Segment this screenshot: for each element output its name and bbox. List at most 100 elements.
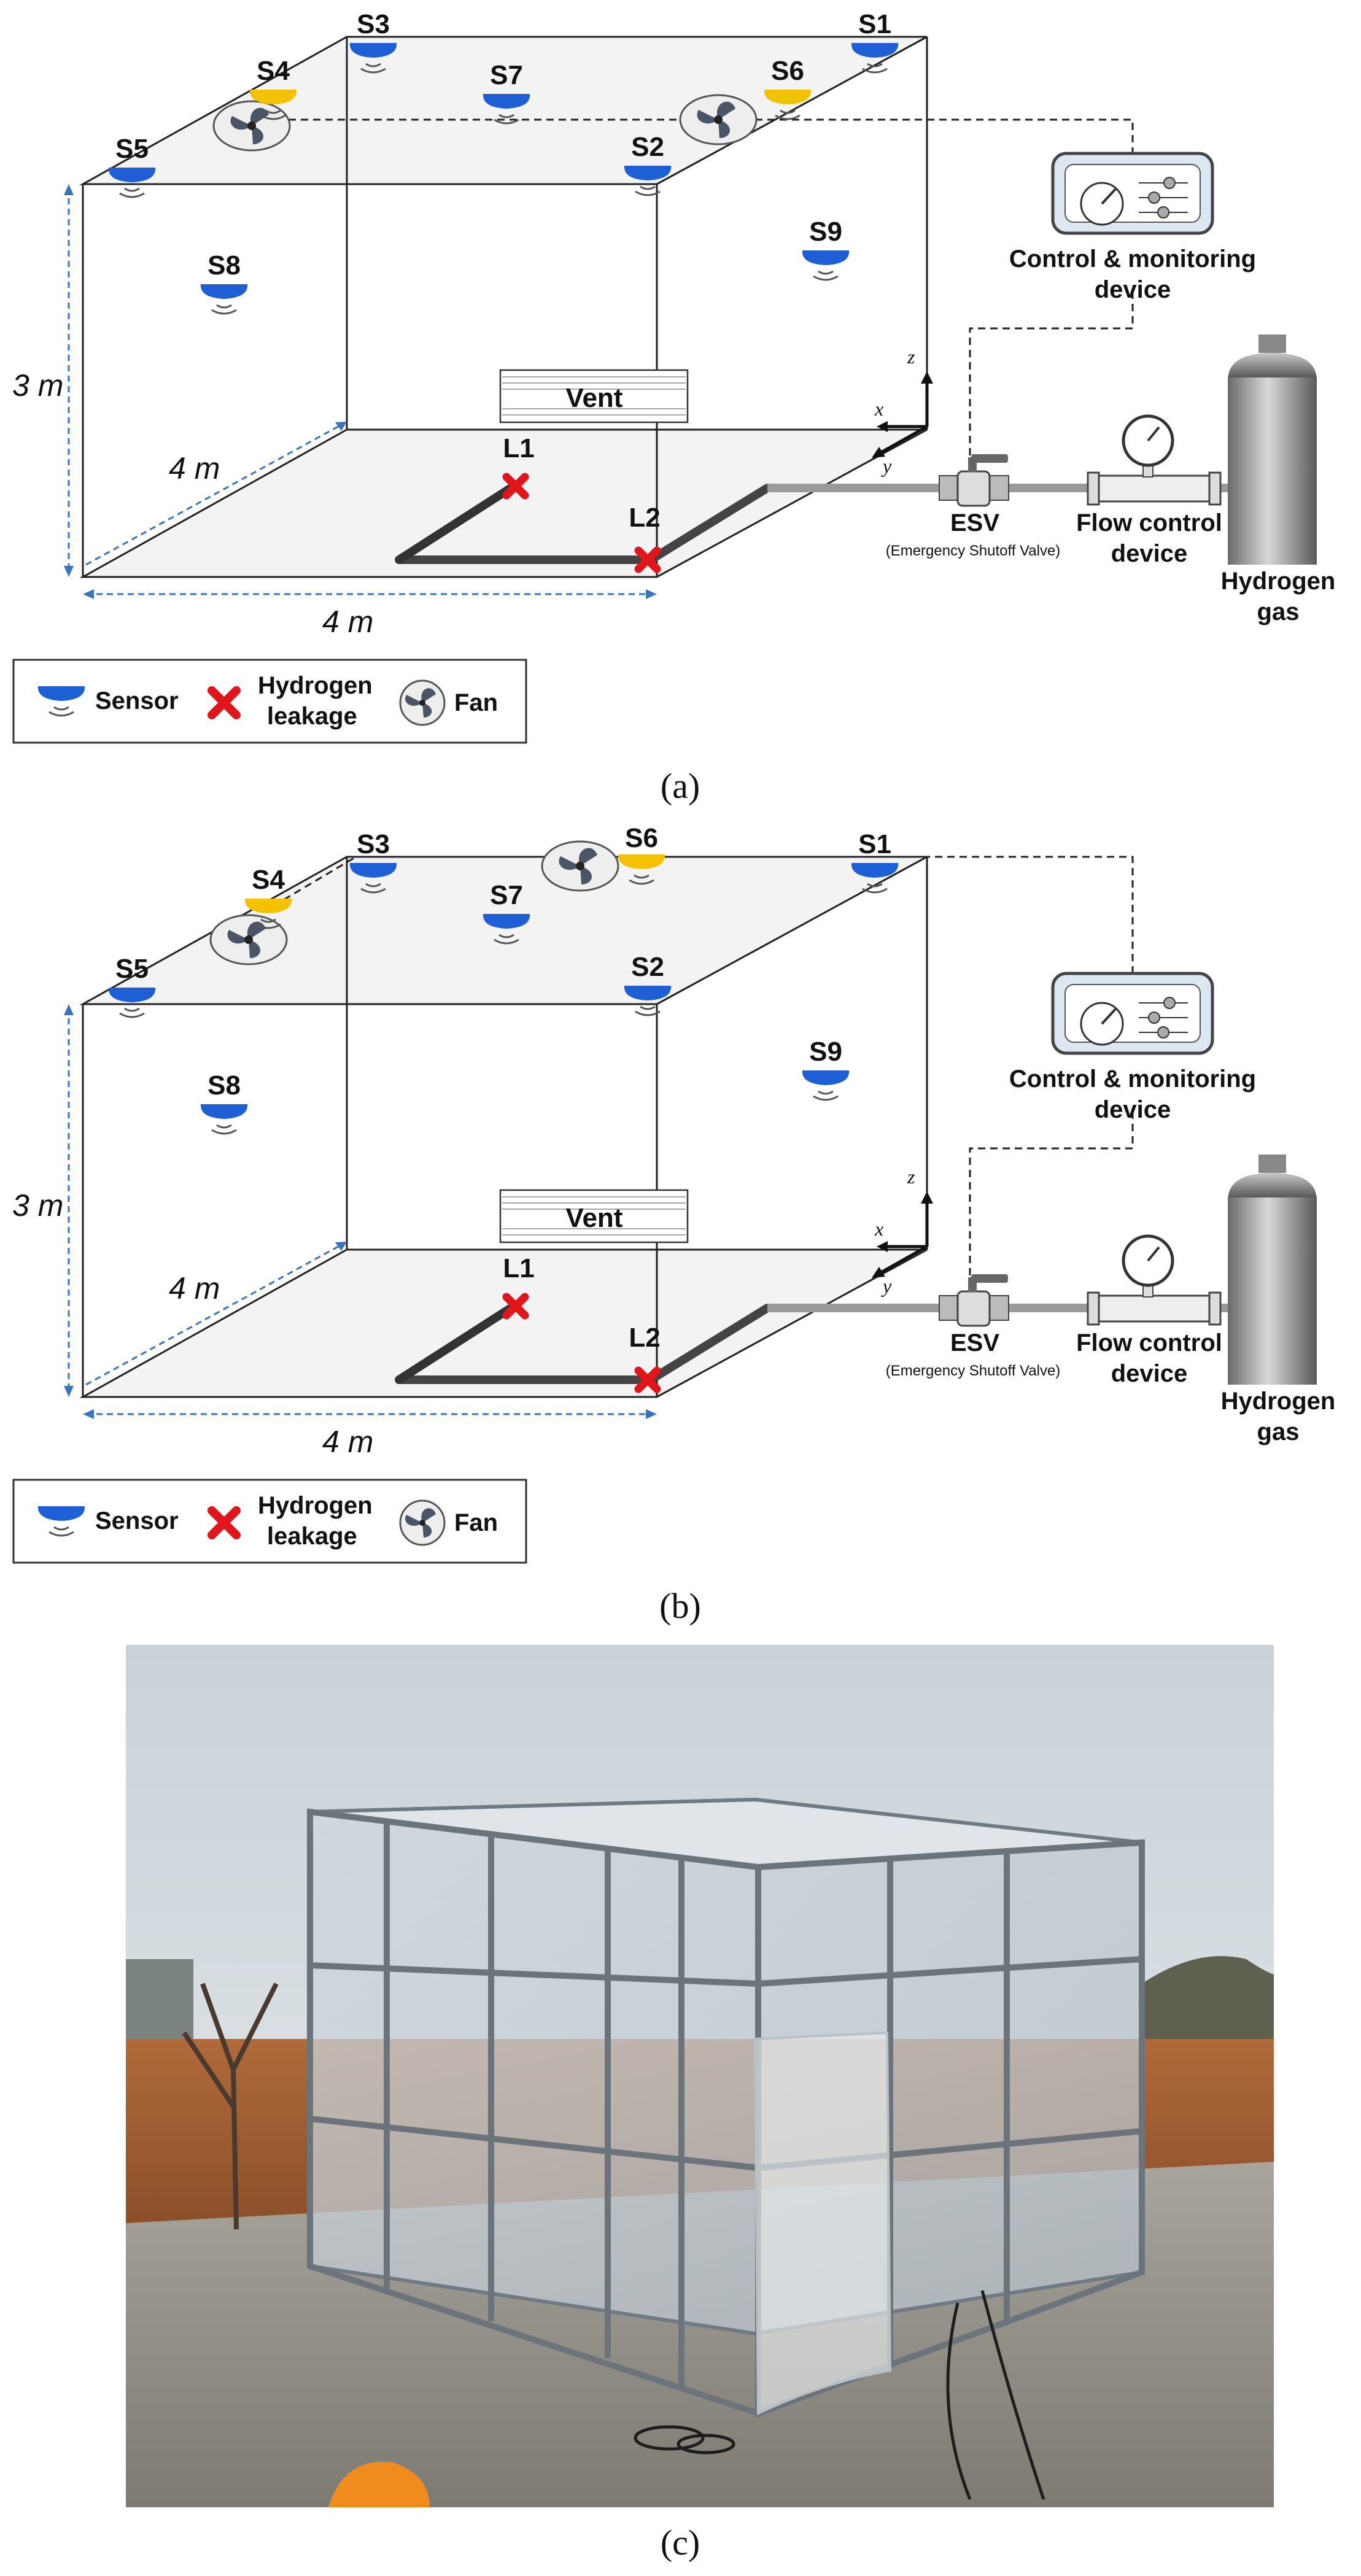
caption-c: (c) <box>661 2523 700 2562</box>
svg-text:S3: S3 <box>357 9 390 39</box>
sensor-s8: S8 <box>200 1070 248 1135</box>
svg-text:S8: S8 <box>207 1070 241 1100</box>
legend-leak-icon <box>207 686 241 719</box>
svg-text:Control & monitoring: Control & monitoring <box>1009 1066 1256 1093</box>
svg-text:Vent: Vent <box>566 383 623 413</box>
room-ceiling <box>79 856 928 1005</box>
sensor-s5: S5 <box>108 954 156 1018</box>
sensor-s2: S2 <box>624 132 672 196</box>
hydrogen-cylinder: Hydrogen gas <box>1221 335 1335 625</box>
svg-text:S9: S9 <box>809 217 842 247</box>
svg-text:S4: S4 <box>252 865 285 895</box>
dimension-height: 3 m <box>12 1188 63 1223</box>
svg-text:x: x <box>874 1218 883 1240</box>
svg-text:device: device <box>1095 276 1171 303</box>
legend-sensor-icon <box>37 686 85 717</box>
legend-leak-label-1: Hydrogen <box>258 672 373 699</box>
svg-text:Flow control: Flow control <box>1076 509 1222 536</box>
svg-text:Vent: Vent <box>566 1203 623 1233</box>
sensor-s2: S2 <box>624 952 672 1016</box>
svg-text:Control & monitoring: Control & monitoring <box>1009 246 1256 273</box>
svg-text:ESV: ESV <box>950 509 999 536</box>
sensor-s8: S8 <box>200 250 248 315</box>
svg-text:ESV: ESV <box>950 1329 999 1356</box>
fan-icon <box>209 914 288 965</box>
sensor-s7: S7 <box>483 880 530 945</box>
dimension-depth: 4 m <box>169 451 220 485</box>
sensor-s6: S6 <box>764 56 812 120</box>
svg-text:L2: L2 <box>629 1323 660 1353</box>
flow-control-device: Flow control device <box>1076 414 1222 567</box>
sensor-s7: S7 <box>483 60 530 125</box>
legend-sensor-label: Sensor <box>95 1507 179 1534</box>
leak-l1: L1 <box>502 433 535 500</box>
svg-text:S3: S3 <box>357 829 390 859</box>
sensor-s1: S1 <box>851 9 899 74</box>
legend-leak-label-2: leakage <box>267 1523 357 1550</box>
svg-text:S1: S1 <box>858 829 891 859</box>
svg-text:L2: L2 <box>629 503 660 533</box>
svg-text:Flow control: Flow control <box>1076 1329 1222 1356</box>
svg-text:y: y <box>881 455 892 477</box>
pipe-branch-l1 <box>395 481 520 564</box>
sensor-s4: S4 <box>244 865 292 929</box>
control-wire-b <box>273 856 1134 973</box>
svg-text:x: x <box>874 398 883 420</box>
legend-fan-label: Fan <box>454 689 498 716</box>
legend-leak-label-2: leakage <box>267 703 357 730</box>
dimension-depth: 4 m <box>169 1271 220 1305</box>
svg-text:Hydrogen: Hydrogen <box>1221 1388 1336 1415</box>
svg-text:L1: L1 <box>503 433 534 463</box>
sensor-s9: S9 <box>802 217 850 281</box>
caption-a: (a) <box>661 766 700 806</box>
valve-wire-a <box>969 292 1134 476</box>
vent: Vent <box>499 369 689 424</box>
svg-text:device: device <box>1111 1360 1188 1387</box>
svg-text:S8: S8 <box>207 250 241 280</box>
sensor-s3: S3 <box>349 9 397 74</box>
fan-icon <box>541 840 619 892</box>
legend-sensor-label: Sensor <box>95 687 179 714</box>
valve-wire-b <box>969 1112 1134 1296</box>
caption-b: (b) <box>659 1586 701 1626</box>
svg-text:S6: S6 <box>625 823 658 853</box>
svg-text:gas: gas <box>1257 598 1300 625</box>
axes <box>877 1197 929 1276</box>
svg-text:S9: S9 <box>809 1037 842 1067</box>
sensor-s3: S3 <box>349 829 397 894</box>
sensor-s6: S6 <box>618 823 665 885</box>
leak-l1: L1 <box>502 1253 535 1320</box>
pipe-branch-l1 <box>395 1301 520 1384</box>
legend-leak-icon <box>207 1506 241 1539</box>
hydrogen-cylinder: Hydrogen gas <box>1221 1155 1336 1445</box>
svg-text:S5: S5 <box>115 954 149 984</box>
legend-a: Sensor Hydrogen leakage Fan <box>12 659 527 744</box>
fan-icon <box>399 1499 446 1546</box>
esv-valve: ESV (Emergency Shutoff Valve) <box>886 1274 1061 1379</box>
fan-icon <box>399 679 446 726</box>
svg-text:(Emergency Shutoff Valve): (Emergency Shutoff Valve) <box>886 1363 1061 1379</box>
svg-text:S2: S2 <box>631 132 664 162</box>
flow-control-device: Flow control device <box>1076 1234 1222 1387</box>
svg-text:L1: L1 <box>503 1253 534 1283</box>
control-wire-a <box>276 118 1134 153</box>
leak-l2: L2 <box>629 503 661 573</box>
svg-text:S6: S6 <box>771 56 804 86</box>
vent: Vent <box>499 1189 689 1244</box>
sensor-s1: S1 <box>851 829 899 894</box>
panel-c: (c) <box>0 1640 1361 2573</box>
svg-text:gas: gas <box>1257 1418 1300 1445</box>
svg-text:device: device <box>1095 1096 1171 1123</box>
sensor-s9: S9 <box>802 1037 850 1101</box>
fan-icon <box>212 100 291 152</box>
svg-text:S7: S7 <box>490 880 523 910</box>
svg-text:S2: S2 <box>631 952 664 982</box>
legend-sensor-icon <box>37 1506 85 1537</box>
sensor-s4: S4 <box>249 56 297 120</box>
dimension-lines <box>68 188 653 595</box>
sensor-s5: S5 <box>108 134 156 198</box>
svg-text:z: z <box>907 1166 915 1188</box>
panel-b: 3 m 4 m 4 m Vent L1 L2 z x y <box>0 820 1361 1640</box>
legend-b: Sensor Hydrogen leakage Fan <box>12 1479 527 1564</box>
legend-leak-label-1: Hydrogen <box>258 1492 373 1519</box>
